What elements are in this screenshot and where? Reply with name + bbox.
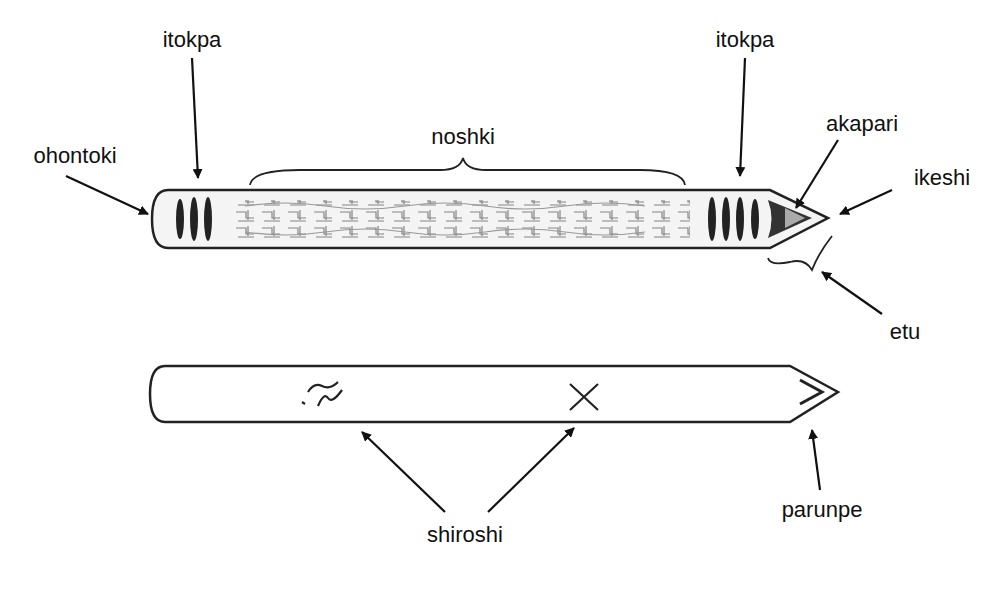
brace	[768, 236, 832, 270]
part-label: akapari	[826, 112, 898, 136]
leader-lines	[66, 58, 892, 512]
part-label: etu	[890, 320, 921, 344]
part-label: shiroshi	[427, 523, 503, 547]
bracket	[250, 158, 685, 185]
bottom-shaft	[150, 366, 838, 422]
part-label: itokpa	[716, 28, 775, 52]
part-label: itokpa	[163, 28, 222, 52]
part-label: ohontoki	[33, 144, 116, 168]
part-label: ikeshi	[914, 166, 970, 190]
top-shaft	[152, 190, 828, 248]
part-label: parunpe	[782, 498, 863, 522]
part-label: noshki	[431, 125, 495, 149]
